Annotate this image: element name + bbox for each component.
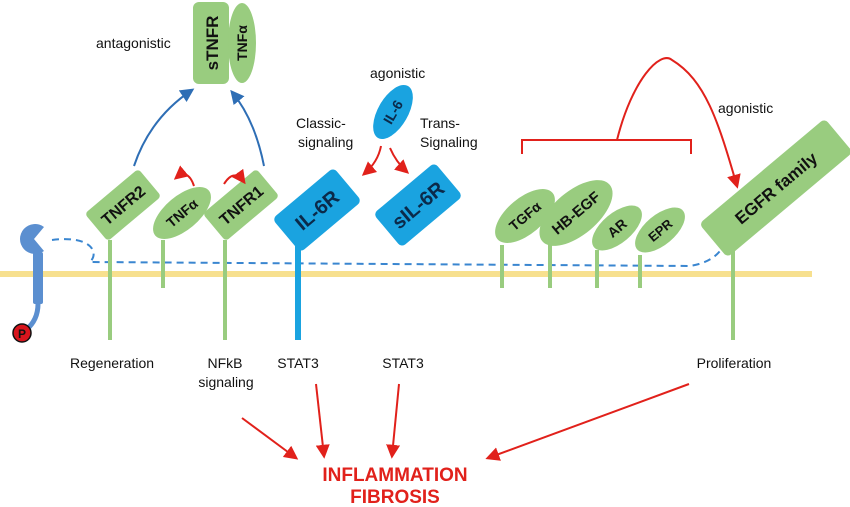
epr-stalk [638, 255, 642, 288]
tnfa-to-tnfr2-arrow [173, 165, 195, 187]
tnfr2-stalk [108, 240, 112, 340]
stat3-classic-label: STAT3 [277, 355, 319, 371]
tnfa-soluble-shape [228, 3, 256, 83]
il6r-stalk [295, 240, 301, 340]
nfkb-label-line2: signaling [198, 374, 253, 390]
phospho-icon [12, 323, 32, 343]
trans-signaling-line2: Signaling [420, 134, 478, 150]
il6-molecule: IL-6 [373, 84, 413, 140]
egfr-stalk [731, 245, 735, 340]
classic-signaling-line1: Classic- [296, 115, 346, 131]
tnfr2-to-stnfr-arrow [133, 88, 195, 167]
phospho-label: P [18, 327, 26, 341]
agonistic-il6-label: agonistic [370, 65, 425, 81]
tgfa-ligand: TGFα [495, 189, 555, 243]
stat3-classic-to-outcome-arrow [315, 383, 330, 459]
sil6r-receptor: sIL-6R [375, 164, 461, 246]
proliferation-label: Proliferation [697, 355, 772, 371]
regeneration-label: Regeneration [70, 355, 154, 371]
hbegf-stalk [548, 245, 552, 288]
nfkb-to-outcome-arrow [241, 417, 299, 460]
trans-signaling-line1: Trans- [420, 115, 460, 131]
agonistic-egfr-label: agonistic [718, 100, 773, 116]
nfkb-label-line1: NFkB [208, 355, 243, 371]
phospho-receptor: P [12, 224, 44, 343]
stnfr-label: sTNFR [203, 16, 222, 71]
stnfr-complex: sTNFR TNFα [193, 2, 256, 84]
tnfa-soluble-label: TNFα [234, 25, 250, 61]
il6-to-sil6r-arrow [389, 147, 410, 174]
il6r-receptor: IL-6R [274, 169, 360, 251]
egf-ligand-bracket [521, 139, 692, 154]
tgfa-stalk [500, 245, 504, 288]
stat3-trans-to-outcome-arrow [386, 383, 401, 459]
outcome-fibrosis: FIBROSIS [350, 487, 440, 507]
ar-stalk [595, 250, 599, 288]
outcome-inflammation: INFLAMMATION [322, 465, 467, 486]
dashed-connector [51, 237, 729, 268]
ar-ligand: AR [592, 205, 642, 251]
tnfr1-stalk [223, 240, 227, 340]
il6-to-il6r-arrow [361, 145, 382, 176]
tnfr2-receptor: TNFR2 [86, 170, 160, 240]
stat3-trans-label: STAT3 [382, 355, 424, 371]
receptor-stem [33, 252, 43, 304]
bracket-to-egfr-arrow [616, 57, 741, 189]
epr-ligand: EPR [635, 207, 685, 253]
proliferation-to-outcome-arrow [485, 383, 690, 461]
tnfa-stalk [161, 240, 165, 288]
antagonistic-label: antagonistic [96, 35, 171, 51]
tnfr1-to-stnfr-arrow [230, 89, 265, 167]
stnfr-box [193, 2, 229, 84]
tnfa-to-tnfr1-arrow [223, 168, 246, 185]
receptor-head [19, 224, 44, 255]
classic-signaling-line2: signaling [298, 134, 353, 150]
cell-membrane [0, 271, 812, 277]
